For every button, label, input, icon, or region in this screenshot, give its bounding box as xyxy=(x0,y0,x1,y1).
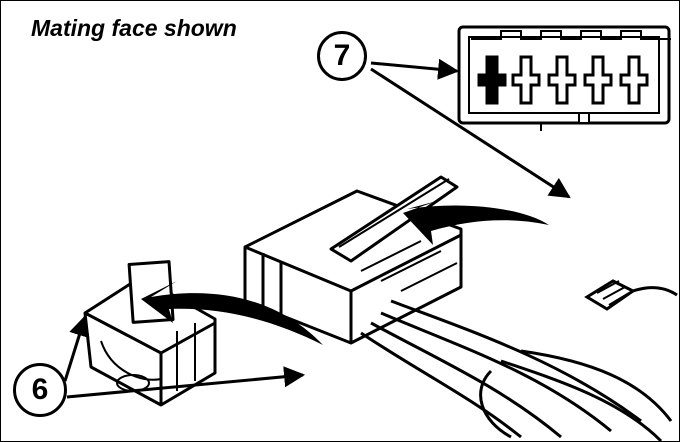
wire-harness xyxy=(360,299,673,441)
caption: Mating face shown xyxy=(31,15,237,41)
mating-face-detail xyxy=(457,25,671,131)
terminal-clip xyxy=(584,279,678,311)
callout-6-leaders xyxy=(63,314,306,399)
callout-7-label: 7 xyxy=(333,39,351,72)
connector-housing xyxy=(243,175,463,345)
left-connector xyxy=(83,260,217,407)
callout-6: 6 xyxy=(13,363,67,417)
callout-6-label: 6 xyxy=(31,373,49,406)
insertion-arrow-left xyxy=(141,281,323,345)
insertion-arrow-right xyxy=(403,201,549,245)
callout-7-leaders xyxy=(370,58,571,199)
callout-7: 7 xyxy=(317,31,367,81)
